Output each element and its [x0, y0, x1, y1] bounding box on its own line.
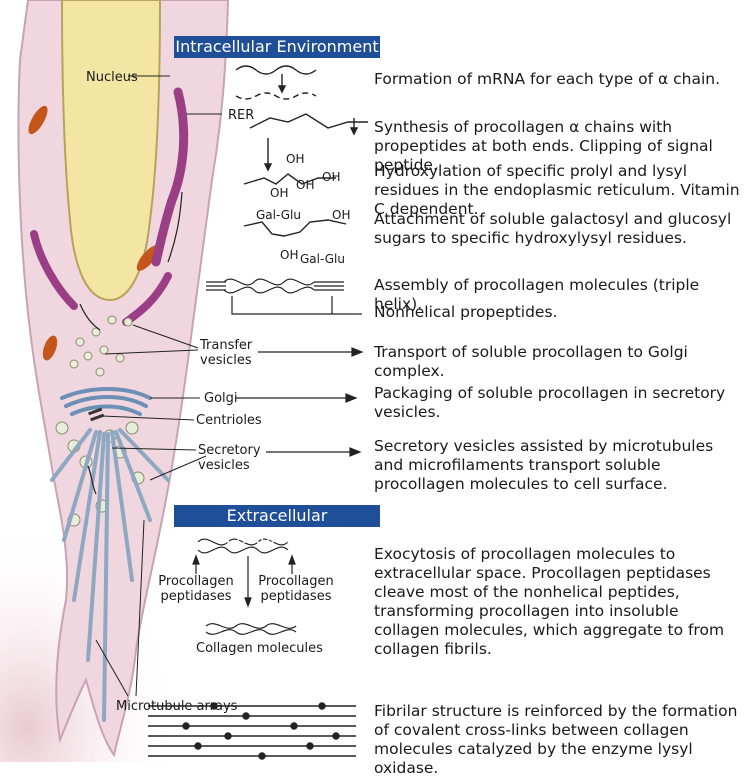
intracellular-header: Intracellular Environment: [174, 36, 380, 58]
triple-helix: [206, 279, 362, 314]
step-glycosylation: Attachment of soluble galactosyl and glu…: [374, 210, 746, 248]
step-secretion: Secretory vesicles assisted by microtubu…: [374, 437, 746, 494]
step-exocytosis: Exocytosis of procollagen molecules to e…: [374, 545, 746, 659]
label-transfer-vesicles: Transfer vesicles: [200, 338, 252, 368]
label-nucleus: Nucleus: [86, 70, 138, 85]
label-rer: RER: [228, 108, 254, 123]
step-packaging: Packaging of soluble procollagen in secr…: [374, 384, 746, 422]
chem-oh-5: OH: [332, 208, 350, 222]
chem-gal-glu-1: Gal-Glu: [256, 208, 301, 222]
step-crosslinking: Fibrilar structure is reinforced by the …: [374, 702, 746, 778]
chem-gal-glu-2: Gal-Glu: [300, 252, 345, 266]
chem-oh-3: OH: [296, 178, 314, 192]
chem-oh-4: OH: [322, 170, 340, 184]
chem-oh-6: OH: [280, 248, 298, 262]
chem-oh-2: OH: [270, 186, 288, 200]
label-collagen-molecules: Collagen molecules: [196, 641, 323, 656]
mrna-diagram: [236, 66, 316, 99]
extracellular-header: Extracellular Environment: [174, 505, 380, 527]
label-procollagen-peptidases-right: Procollagen peptidases: [258, 574, 334, 604]
label-procollagen-peptidases-left: Procollagen peptidases: [158, 574, 234, 604]
glycosylation-chain: [244, 220, 346, 236]
label-golgi: Golgi: [204, 391, 238, 406]
step-mrna: Formation of mRNA for each type of α cha…: [374, 70, 746, 89]
label-microtubule-arrays: Microtubule arrays: [116, 699, 237, 714]
step-transport: Transport of soluble procollagen to Golg…: [374, 343, 746, 381]
label-centrioles: Centrioles: [196, 413, 262, 428]
procollagen-chain: [250, 114, 368, 170]
step-propeptides: Nonhelical propeptides.: [374, 303, 746, 322]
chem-oh-1: OH: [286, 152, 304, 166]
label-secretory-vesicles: Secretory vesicles: [198, 443, 261, 473]
